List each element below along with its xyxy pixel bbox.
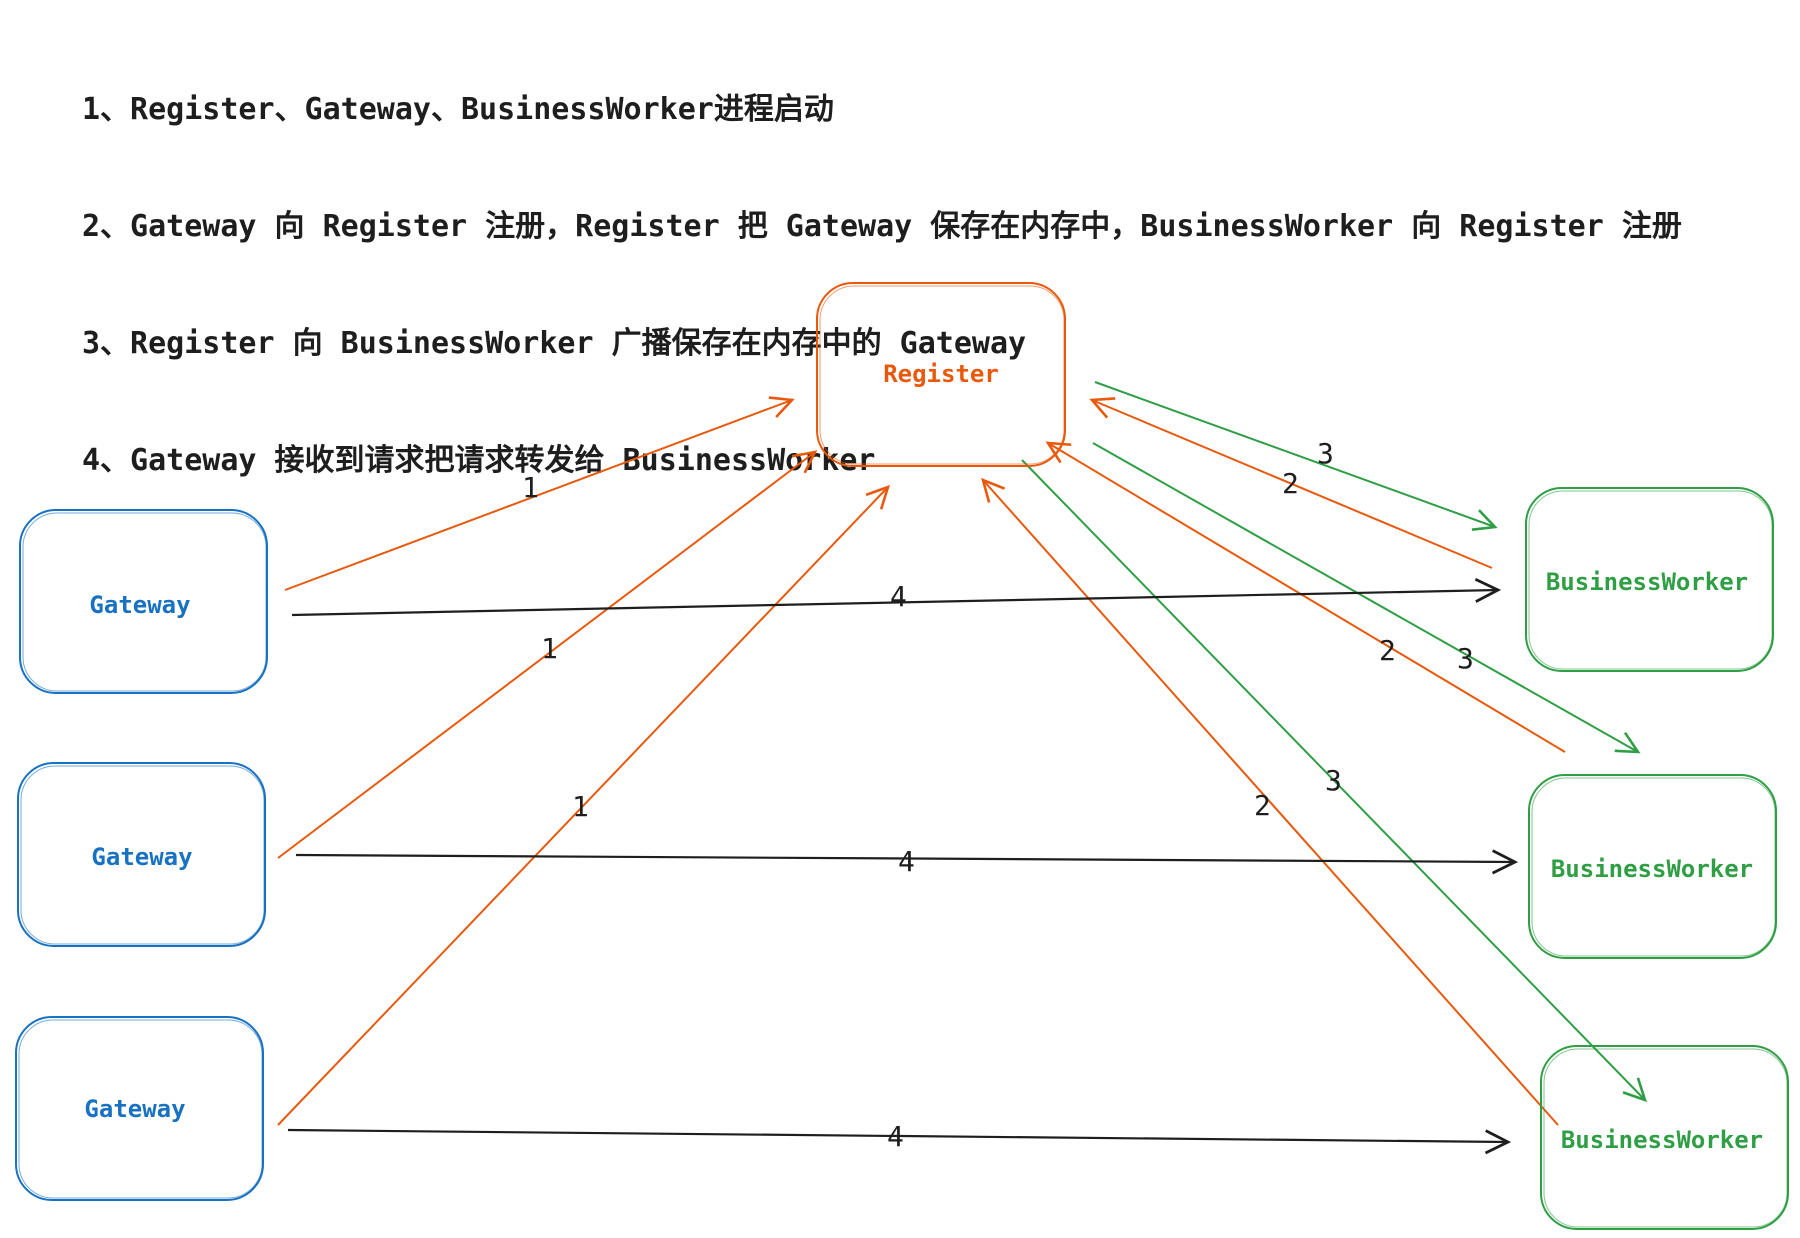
label-gw2-bw2: 4 bbox=[898, 845, 915, 878]
label-bw2-register: 2 bbox=[1379, 634, 1396, 667]
edge-gateway3-worker3 bbox=[287, 1128, 1508, 1142]
edge-gateway2-register bbox=[277, 452, 815, 859]
label-gw1-register: 1 bbox=[522, 471, 539, 504]
edge-worker3-register bbox=[983, 480, 1559, 1126]
label-bw1-register: 2 bbox=[1282, 467, 1299, 500]
gateway-node-1: Gateway bbox=[19, 509, 268, 694]
label-register-bw3: 3 bbox=[1325, 764, 1342, 797]
edges-gateway-to-worker bbox=[287, 590, 1515, 1142]
label-bw3-register: 2 bbox=[1254, 789, 1271, 822]
step-note-1: 1、Register、Gateway、BusinessWorker进程启动 bbox=[82, 92, 834, 127]
worker-label-2: BusinessWorker bbox=[1551, 855, 1753, 883]
edges-register-to-worker bbox=[1021, 381, 1645, 1100]
step-note-2: 2、Gateway 向 Register 注册，Register 把 Gatew… bbox=[82, 209, 1682, 244]
step-note-3: 3、Register 向 BusinessWorker 广播保存在内存中的 Ga… bbox=[82, 326, 1027, 361]
edge-gateway1-register bbox=[284, 400, 792, 591]
edge-register-worker3 bbox=[1021, 459, 1645, 1100]
label-register-bw2: 3 bbox=[1457, 642, 1474, 675]
register-label: Register bbox=[883, 360, 999, 388]
register-node: Register bbox=[816, 282, 1066, 467]
edge-register-worker2 bbox=[1092, 442, 1638, 752]
gateway-node-2: Gateway bbox=[17, 762, 266, 947]
worker-node-2: BusinessWorker bbox=[1528, 774, 1777, 959]
edge-gateway3-register bbox=[277, 487, 888, 1126]
step-notes: 1、Register、Gateway、BusinessWorker进程启动 2、… bbox=[82, 12, 1682, 519]
gateway-label-2: Gateway bbox=[91, 843, 192, 871]
edge-labels: 1 1 1 2 2 2 3 3 3 4 4 4 bbox=[522, 437, 1474, 1153]
label-gw1-bw1: 4 bbox=[890, 580, 907, 613]
label-register-bw1: 3 bbox=[1317, 437, 1334, 470]
edge-worker2-register bbox=[1048, 443, 1566, 753]
label-gw3-bw3: 4 bbox=[887, 1120, 904, 1153]
edge-register-worker1 bbox=[1094, 381, 1495, 527]
gateway-label-1: Gateway bbox=[89, 591, 190, 619]
worker-node-1: BusinessWorker bbox=[1525, 487, 1774, 672]
edges-worker-to-register bbox=[983, 400, 1566, 1126]
edge-worker1-register bbox=[1092, 400, 1493, 569]
worker-label-1: BusinessWorker bbox=[1546, 568, 1748, 596]
worker-label-3: BusinessWorker bbox=[1561, 1126, 1763, 1154]
gateway-label-3: Gateway bbox=[84, 1095, 185, 1123]
edge-gateway2-worker2 bbox=[295, 855, 1515, 862]
edge-gateway1-worker1 bbox=[291, 590, 1498, 617]
label-gw3-register: 1 bbox=[572, 790, 589, 823]
label-gw2-register: 1 bbox=[541, 632, 558, 665]
worker-node-3: BusinessWorker bbox=[1540, 1045, 1789, 1230]
gateway-node-3: Gateway bbox=[15, 1016, 264, 1201]
edges-gateway-to-register bbox=[277, 400, 888, 1126]
